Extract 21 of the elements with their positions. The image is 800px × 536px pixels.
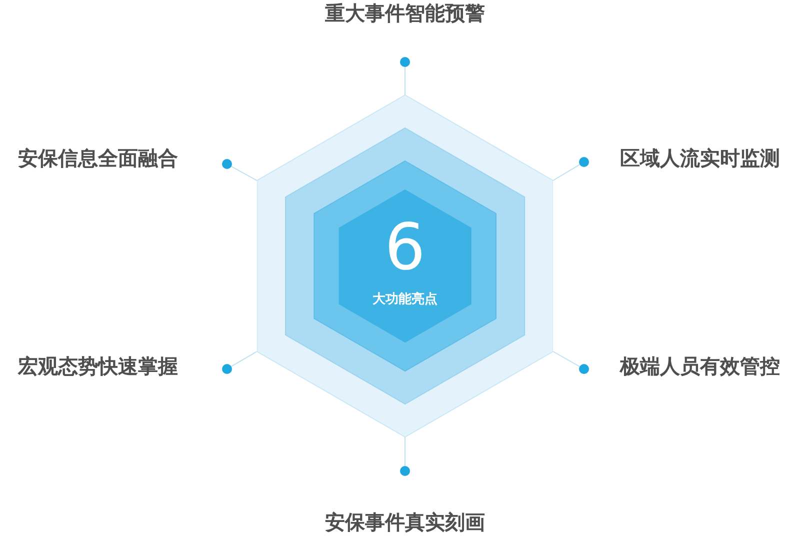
number-text: 6 (384, 213, 426, 283)
connector-line (552, 351, 580, 368)
connector-line (230, 166, 258, 181)
center-label: 大功能亮点 (371, 291, 438, 309)
feature-label: 区域人流实时监测 (620, 145, 780, 171)
feature-label: 重大事件智能预警 (324, 0, 486, 26)
feature-label: 宏观态势快速掌握 (18, 353, 178, 379)
connector-line (404, 436, 406, 466)
dot-marker (400, 57, 410, 67)
dot-marker (222, 159, 232, 169)
dot-marker (579, 157, 589, 167)
dot-marker (400, 466, 410, 476)
dot-marker (579, 364, 589, 374)
feature-label: 极端人员有效管控 (620, 353, 780, 379)
feature-label: 安保信息全面融合 (18, 145, 178, 171)
dot-marker (222, 364, 232, 374)
feature-label: 安保事件真实刻画 (324, 509, 486, 535)
connector-line (404, 66, 406, 96)
hexagon-shape (256, 95, 554, 437)
connector-line (552, 164, 580, 181)
connector-line (230, 351, 258, 367)
